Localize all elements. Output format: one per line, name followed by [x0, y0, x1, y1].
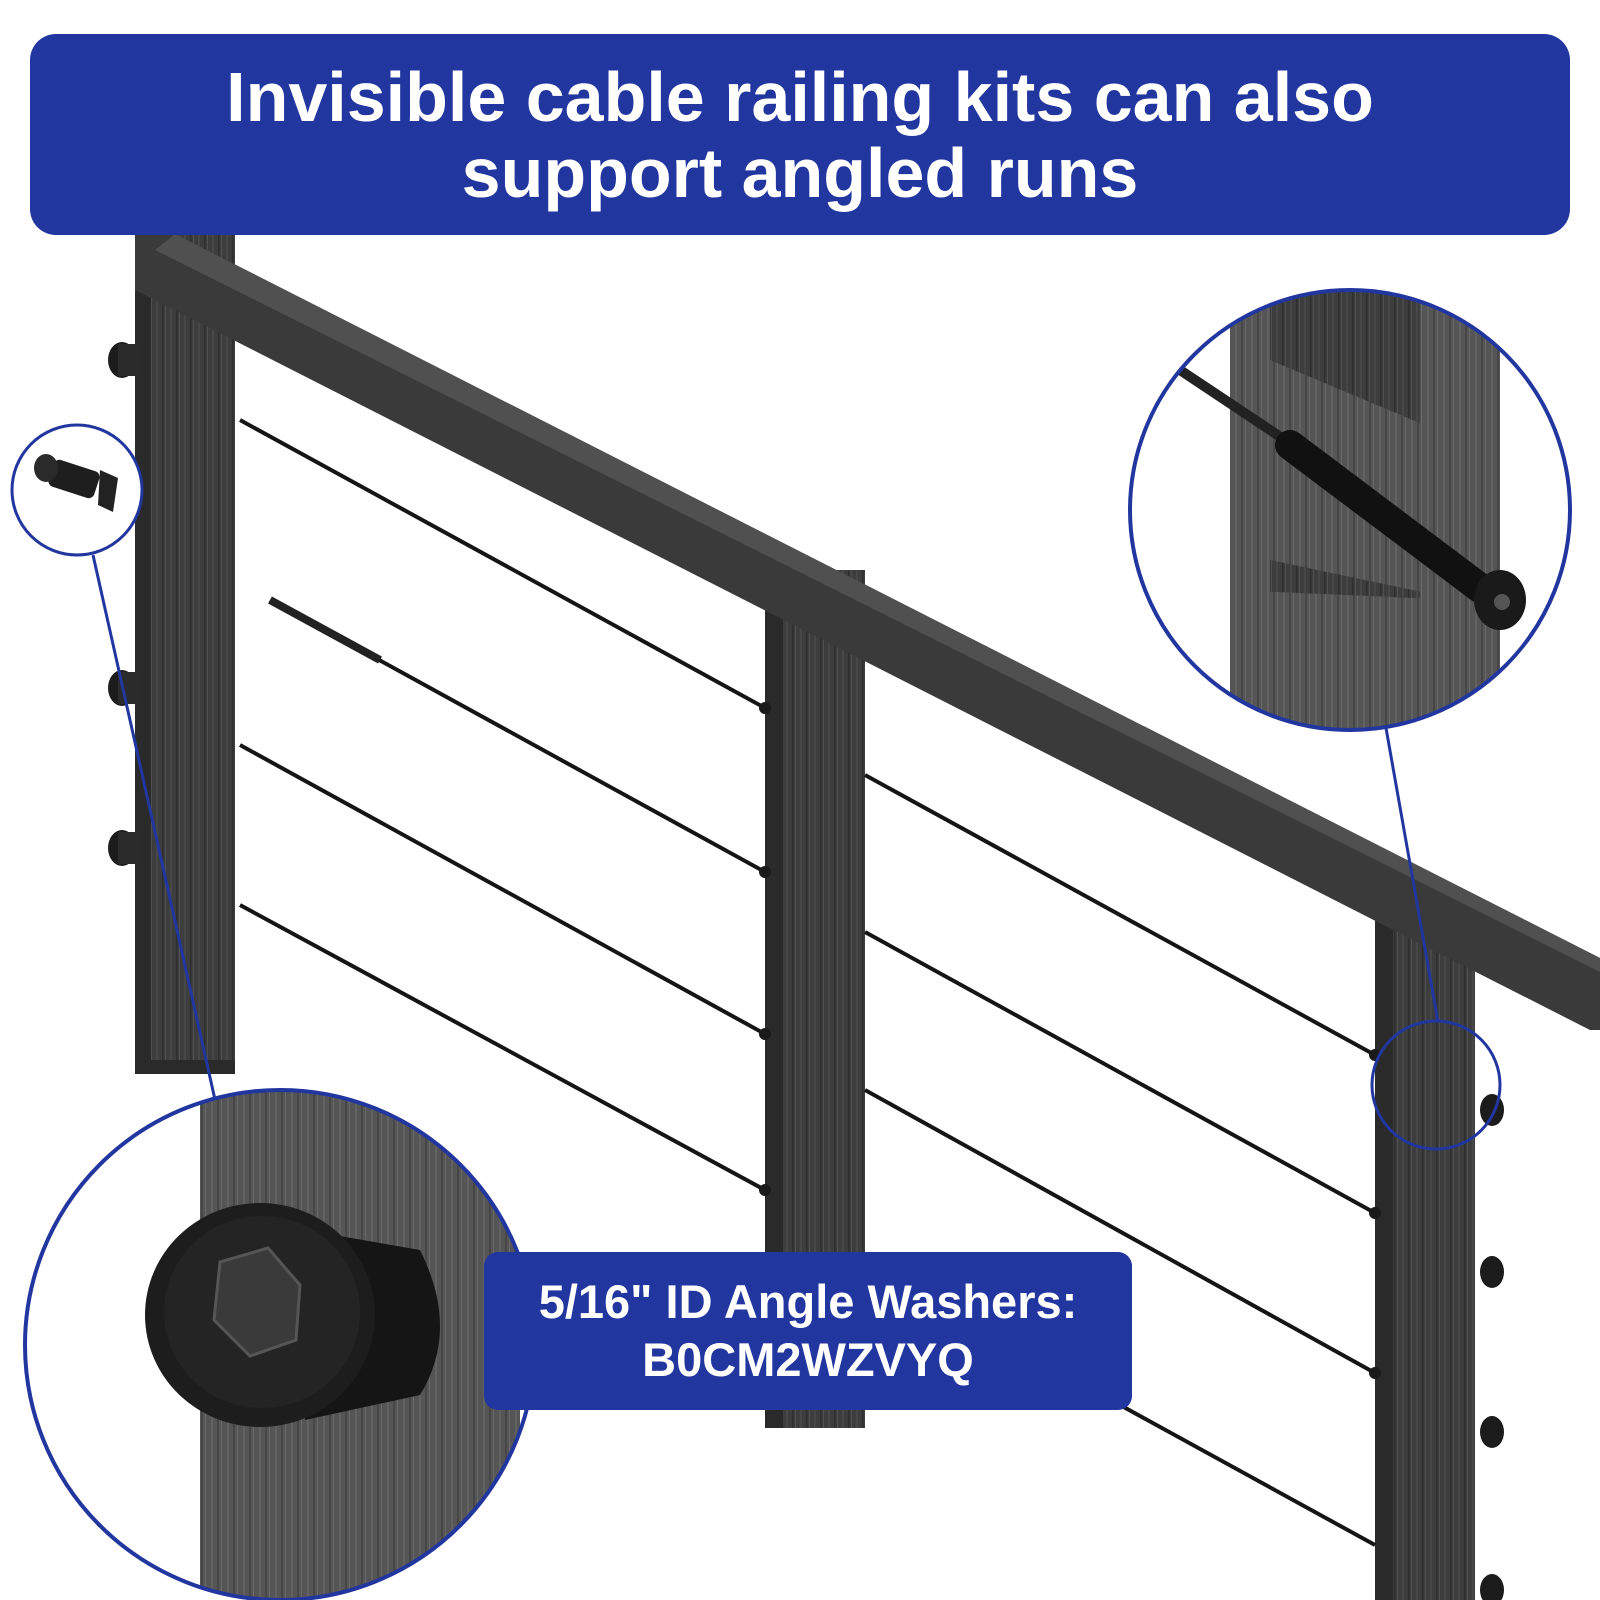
product-label: 5/16" ID Angle Washers: B0CM2WZVYQ — [484, 1252, 1132, 1410]
left-post — [135, 234, 235, 1074]
right-post — [1375, 915, 1475, 1600]
cable-tensioner-icon — [1128, 288, 1572, 732]
product-label-line-2: B0CM2WZVYQ — [642, 1333, 974, 1386]
product-label-line-1: 5/16" ID Angle Washers: — [538, 1275, 1078, 1328]
headline-line-1: Invisible cable railing kits can also — [226, 57, 1374, 136]
angle-washer-icon — [10, 423, 144, 557]
right-post-callout-marker — [1370, 1019, 1502, 1151]
headline-line-2: support angled runs — [461, 133, 1139, 212]
left-post-washers — [108, 342, 138, 866]
right-post-washers — [1480, 1094, 1504, 1600]
cables — [239, 418, 1376, 1547]
top-rail — [135, 234, 1600, 1030]
headline-banner: Invisible cable railing kits can also su… — [30, 34, 1570, 235]
hex-socket-icon — [23, 1088, 537, 1600]
